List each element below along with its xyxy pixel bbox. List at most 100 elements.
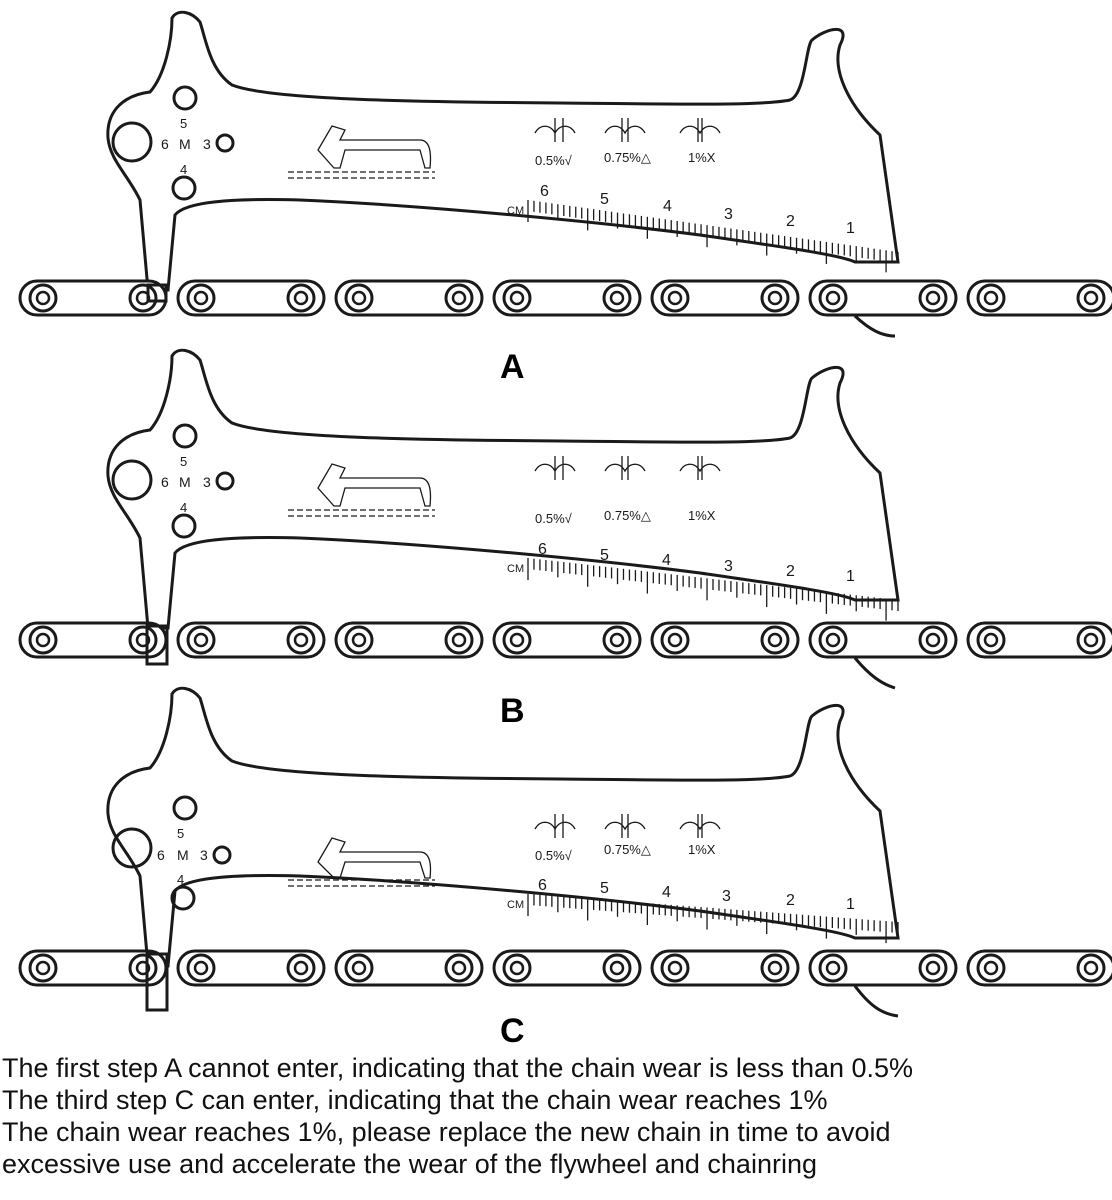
ruler-number-4: 4 — [662, 884, 671, 901]
chain-pin — [509, 632, 525, 648]
caption-line-1: The first step A cannot enter, indicatin… — [2, 1053, 914, 1083]
chain-pin — [767, 960, 783, 976]
ruler-number-4: 4 — [663, 198, 672, 215]
chain-link — [808, 279, 958, 317]
chain-pin — [293, 632, 309, 648]
gauge-label-m: M — [177, 847, 189, 863]
bike-chain — [18, 279, 1112, 317]
chain-link — [176, 949, 326, 987]
chain-pin — [667, 632, 683, 648]
chain-pin — [825, 290, 841, 306]
ruler-number-4: 4 — [662, 552, 671, 569]
panel-letter: B — [500, 692, 525, 730]
gauge-label-three: 3 — [203, 474, 211, 490]
chain-link — [650, 621, 800, 659]
gauge-label-six: 6 — [161, 474, 169, 490]
hook-tip — [853, 985, 899, 1018]
gauge-label-six: 6 — [157, 847, 165, 863]
chain-link — [492, 949, 642, 987]
chain-pin — [983, 960, 999, 976]
panel-a: 5 6 M 3 4 0.5%√ 0.75%△ 1%X CM 6 5 4 3 — [18, 10, 1112, 386]
panel-b: 5 6 M 3 4 0.5%√ 0.75%△ 1%X CM 6 5 4 3 — [18, 348, 1112, 730]
chain-pin — [35, 290, 51, 306]
chain-pin — [509, 290, 525, 306]
ruler-unit: CM — [507, 205, 524, 217]
caption-line-2: The third step C can enter, indicating t… — [2, 1085, 828, 1115]
gauge-label-six: 6 — [161, 136, 169, 152]
chain-pin — [609, 290, 625, 306]
wear-mark-1: 1%X — [688, 150, 716, 165]
gauge-label-three: 3 — [203, 136, 211, 152]
panel-c: 5 6 M 3 4 0.5%√ 0.75%△ 1%X CM 6 5 4 3 — [18, 686, 1112, 1050]
chain-link — [176, 279, 326, 317]
chain-pin — [1083, 960, 1099, 976]
panel-letter: A — [500, 348, 525, 386]
hook-tip — [853, 314, 896, 338]
chain-pin — [825, 632, 841, 648]
ruler-number-6: 6 — [538, 877, 547, 894]
hook-tip — [853, 657, 896, 690]
chain-pin — [293, 290, 309, 306]
gauge-label-four: 4 — [177, 872, 184, 887]
gauge-hole-5 — [172, 423, 198, 449]
chain-link — [492, 279, 642, 317]
gauge-hole-6 — [111, 827, 153, 869]
wear-mark-0-75: 0.75%△ — [604, 842, 651, 857]
chain-link — [650, 279, 800, 317]
gauge-pin — [145, 624, 169, 666]
chain-link — [966, 621, 1112, 659]
gauge-label-five: 5 — [177, 826, 184, 841]
chain-link — [966, 279, 1112, 317]
chain-pin — [667, 290, 683, 306]
ruler-number-5: 5 — [600, 880, 609, 897]
chain-link — [334, 949, 484, 987]
chain-pin — [825, 960, 841, 976]
chain-pin — [767, 290, 783, 306]
wear-pictograms — [534, 814, 721, 838]
tool-pictogram — [288, 837, 435, 887]
chain-pin — [509, 960, 525, 976]
chain-pin — [925, 632, 941, 648]
chain-link — [650, 949, 800, 987]
chain-link — [808, 621, 958, 659]
ruler-unit: CM — [507, 563, 524, 575]
wear-mark-1: 1%X — [688, 842, 716, 857]
caption-line-3: The chain wear reaches 1%, please replac… — [2, 1117, 891, 1147]
wear-mark-0-5: 0.5%√ — [535, 153, 573, 168]
gauge-hole-5 — [172, 795, 198, 821]
gauge-hole-3 — [215, 133, 235, 153]
ruler-number-3: 3 — [722, 888, 731, 905]
cm-ruler — [527, 894, 899, 944]
gauge-hole-6 — [111, 121, 153, 163]
chain-pin — [609, 960, 625, 976]
chain-pin — [351, 632, 367, 648]
ruler-number-2: 2 — [786, 563, 795, 580]
chain-link — [334, 621, 484, 659]
gauge-hole-4 — [171, 513, 197, 539]
chain-pin — [925, 960, 941, 976]
chain-pin — [767, 632, 783, 648]
gauge-pin — [146, 283, 168, 303]
chain-checker-tool: 5 6 M 3 4 0.5%√ 0.75%△ 1%X CM 6 5 4 3 — [106, 10, 900, 292]
wear-pictograms — [534, 118, 721, 142]
gauge-hole-5 — [172, 85, 198, 111]
chain-pin — [451, 290, 467, 306]
ruler-unit: CM — [507, 899, 524, 911]
chain-link — [492, 621, 642, 659]
ruler-number-5: 5 — [600, 547, 609, 564]
wear-mark-0-5: 0.5%√ — [535, 848, 573, 863]
chain-pin — [293, 960, 309, 976]
chain-pin — [609, 632, 625, 648]
ruler-number-2: 2 — [786, 892, 795, 909]
chain-pin — [193, 960, 209, 976]
bike-chain — [18, 949, 1112, 987]
gauge-hole-4 — [171, 175, 197, 201]
gauge-hole-4 — [170, 885, 196, 911]
chain-pin — [667, 960, 683, 976]
chain-pin — [1083, 290, 1099, 306]
cm-ruler — [527, 200, 899, 273]
ruler-number-6: 6 — [538, 541, 547, 558]
gauge-label-five: 5 — [180, 116, 187, 131]
chain-pin — [983, 632, 999, 648]
wear-mark-0-5: 0.5%√ — [535, 511, 573, 526]
